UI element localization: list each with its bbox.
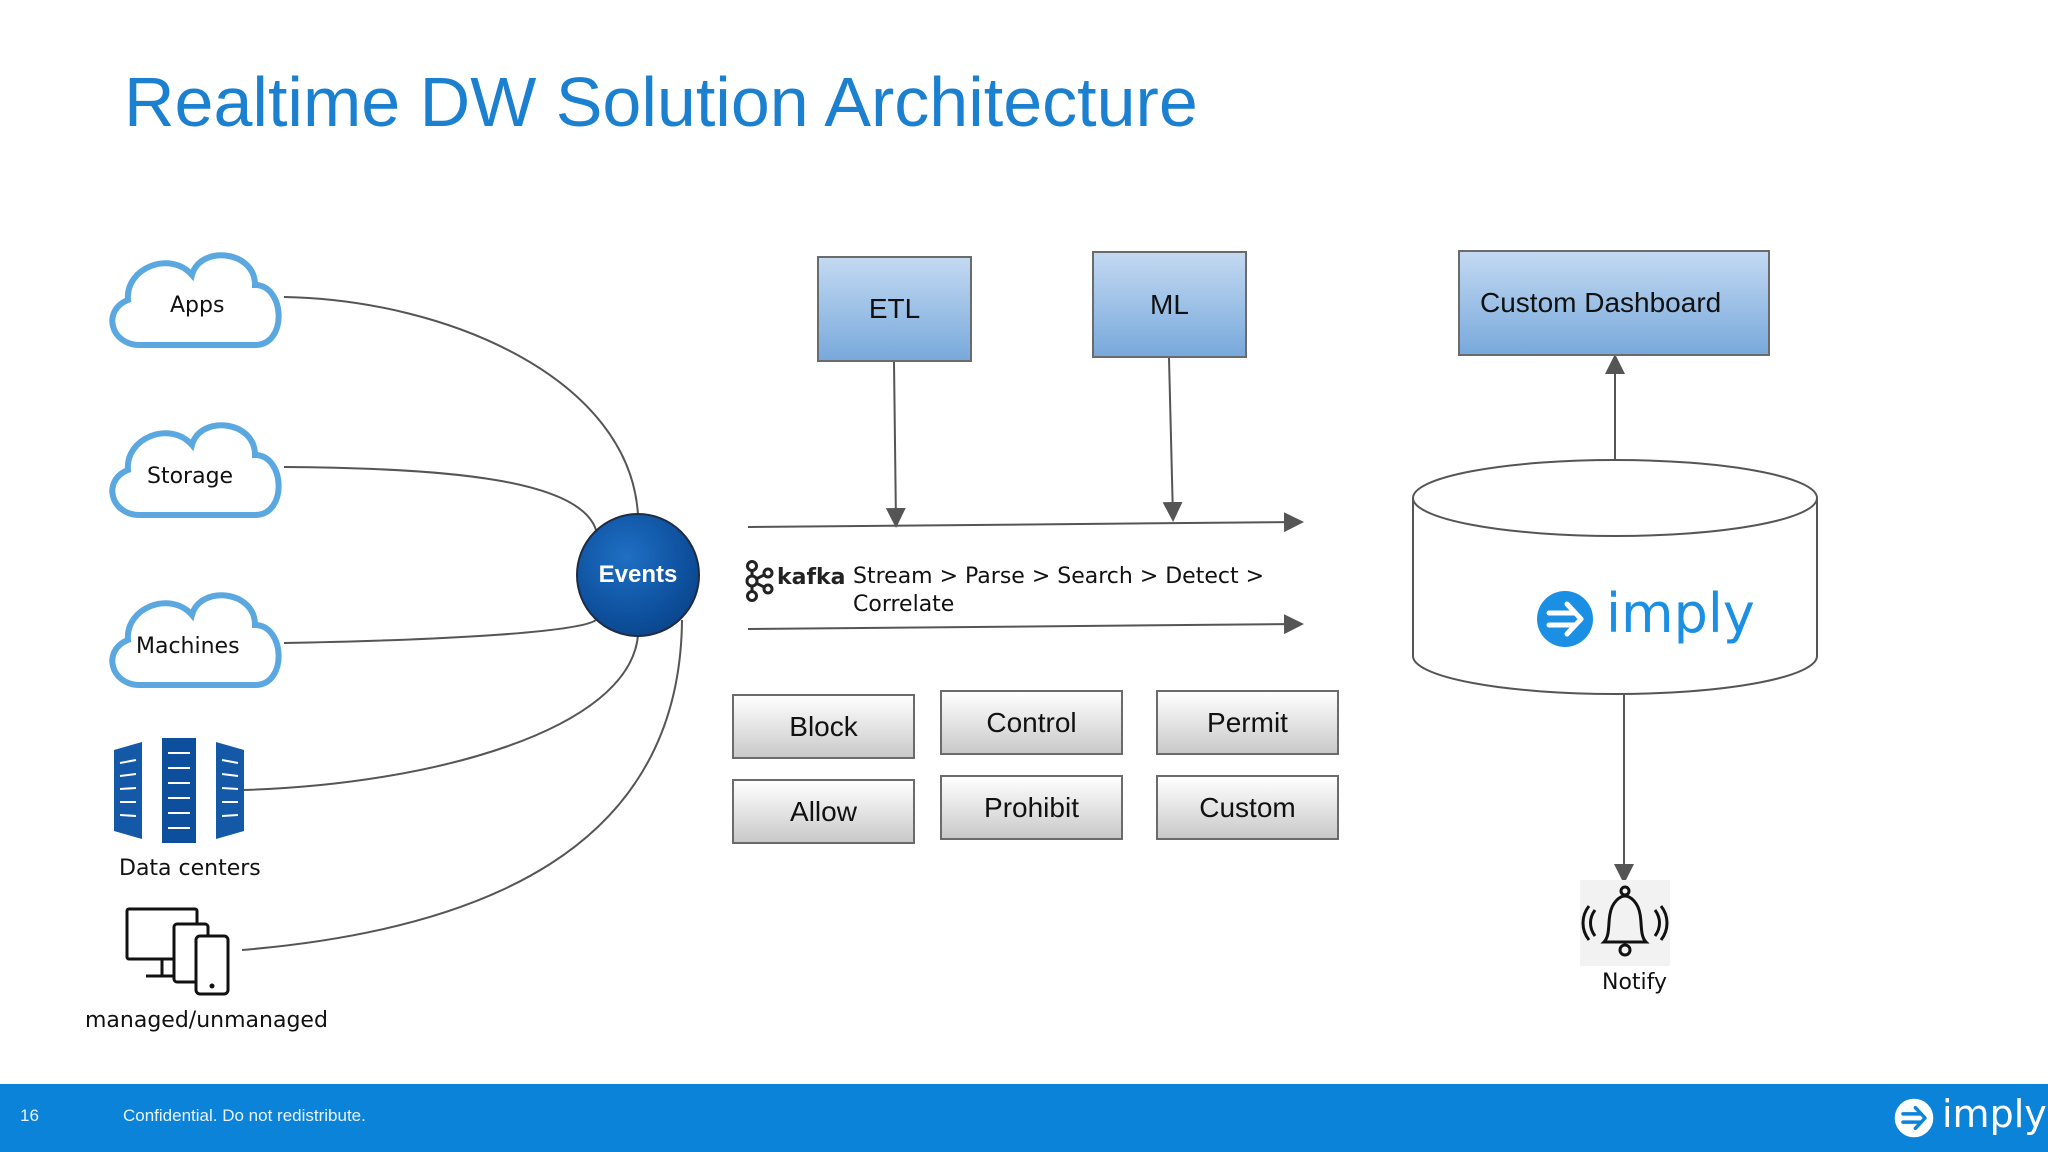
bell-icon <box>1580 880 1670 966</box>
connector-storage <box>283 466 597 531</box>
kafka-pipeline-line1: Stream > Parse > Search > Detect > <box>853 564 1265 589</box>
cloud-icon <box>109 422 282 518</box>
footer-bar: 16 Confidential. Do not redistribute. im… <box>0 1084 2048 1152</box>
confidential-notice: Confidential. Do not redistribute. <box>123 1106 366 1125</box>
imply-store-brand: imply <box>1606 582 1755 645</box>
connector-apps <box>283 296 639 516</box>
footer-imply-brand: imply <box>1942 1092 2047 1136</box>
source-devices-label: managed/unmanaged <box>85 1008 328 1033</box>
action-control: Control <box>940 690 1123 755</box>
database-cylinder-icon <box>1412 459 1818 695</box>
devices-icon <box>125 907 230 996</box>
imply-logo-icon <box>1537 591 1593 647</box>
source-storage-label: Storage <box>147 464 234 489</box>
ml-arrow <box>1162 357 1183 522</box>
page-number: 16 <box>20 1106 39 1125</box>
cloud-icon <box>109 592 282 688</box>
connector-datacenters <box>241 634 639 791</box>
cloud-icon <box>109 252 282 348</box>
kafka-brand: kafka <box>777 565 846 590</box>
source-apps-label: Apps <box>170 293 225 318</box>
events-hub: Events <box>576 513 700 637</box>
ml-box: ML <box>1092 251 1247 358</box>
notify-label: Notify <box>1602 970 1668 995</box>
kafka-pipeline-line2: Correlate <box>853 592 955 617</box>
etl-box: ETL <box>817 256 972 362</box>
page-title: Realtime DW Solution Architecture <box>124 63 1198 141</box>
data-center-icon <box>114 738 244 843</box>
action-allow: Allow <box>732 779 915 844</box>
action-permit: Permit <box>1156 690 1339 755</box>
connector-devices <box>241 619 683 951</box>
kafka-line-bottom <box>747 614 1304 635</box>
action-block: Block <box>732 694 915 759</box>
etl-arrow <box>885 361 906 528</box>
kafka-line-top <box>747 512 1304 533</box>
source-datacenters-label: Data centers <box>119 856 261 881</box>
source-machines-label: Machines <box>136 634 240 659</box>
kafka-logo-icon <box>745 560 774 602</box>
footer-imply-logo-icon <box>1894 1098 1934 1138</box>
connector-machines <box>283 619 597 644</box>
action-custom: Custom <box>1156 775 1339 840</box>
custom-dashboard-box: Custom Dashboard <box>1458 250 1770 356</box>
action-prohibit: Prohibit <box>940 775 1123 840</box>
